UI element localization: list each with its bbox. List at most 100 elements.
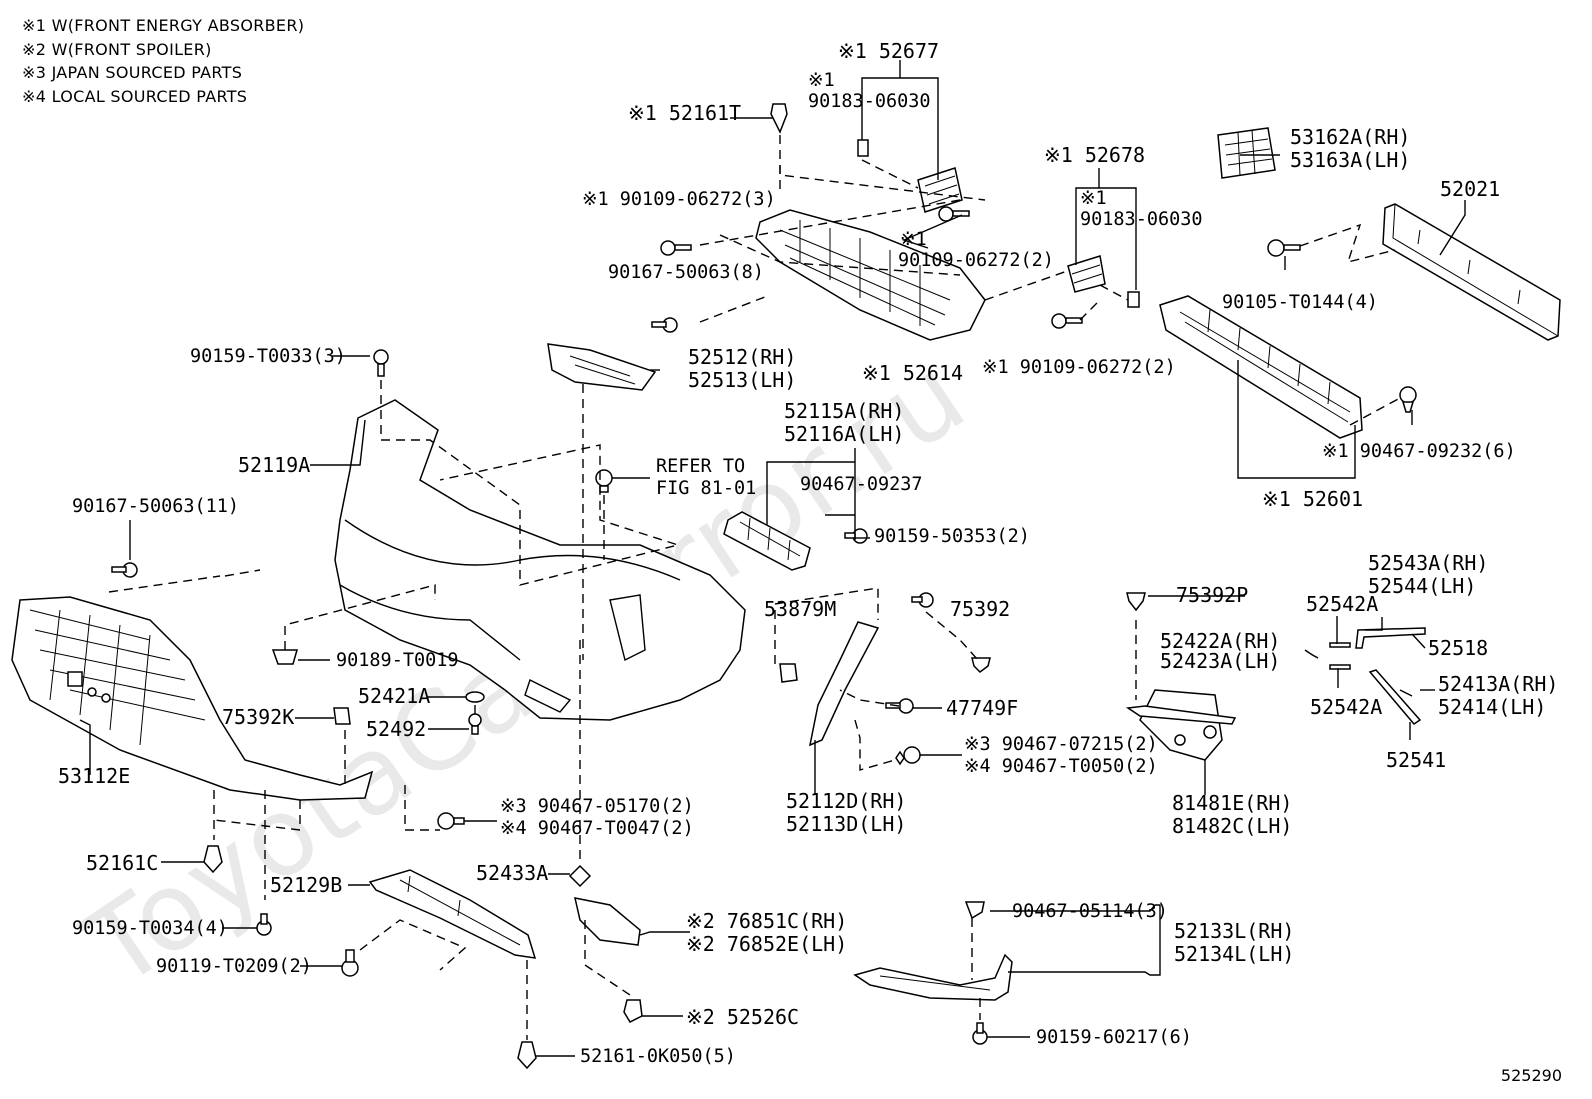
leader-lines (79, 60, 1466, 1057)
label-52421A[interactable]: 52421A (358, 684, 430, 708)
label-52526C[interactable]: ※2 52526C (686, 1005, 799, 1029)
bracket-53162A-part (1217, 127, 1276, 179)
label-75392P[interactable]: 75392P (1176, 583, 1248, 607)
label-52433A[interactable]: 52433A (476, 861, 548, 885)
label-90105[interactable]: 90105-T0144(4) (1222, 292, 1378, 313)
bracket-52115A-part (723, 511, 811, 571)
label-76851C[interactable]: ※2 76851C(RH) (686, 909, 847, 933)
molding-52541-part (1368, 669, 1422, 725)
molding-52112D-part (808, 621, 880, 747)
label-90119[interactable]: 90119-T0209(2) (156, 956, 312, 977)
bezel-81481E-part (1125, 689, 1237, 761)
fastener-52421A (465, 691, 485, 703)
fastener-90159-T0033 (373, 349, 389, 377)
label-90467-09237[interactable]: 90467-09237 (800, 474, 923, 495)
label-90467-09232[interactable]: ※1 90467-09232(6) (1322, 441, 1516, 462)
label-52492[interactable]: 52492 (366, 717, 426, 741)
fastener-90189 (271, 649, 298, 665)
label-75392K[interactable]: 75392K (222, 705, 294, 729)
label-90183b[interactable]: 90183-06030 (1080, 209, 1203, 230)
label-81482C[interactable]: 81482C(LH) (1172, 814, 1292, 838)
label-90183b-mark: ※1 (1080, 188, 1107, 209)
label-90467-07215[interactable]: ※3 90467-07215(2) (964, 734, 1158, 755)
fastener-90119 (341, 949, 359, 977)
label-52413A[interactable]: 52413A(RH) (1438, 672, 1558, 696)
label-90167a[interactable]: 90167-50063(8) (608, 262, 764, 283)
label-47749F[interactable]: 47749F (946, 696, 1018, 720)
label-52541[interactable]: 52541 (1386, 748, 1446, 772)
fastener-52433A (568, 864, 592, 888)
label-52161C[interactable]: 52161C (86, 851, 158, 875)
label-90159-T0033[interactable]: 90159-T0033(3) (190, 346, 346, 367)
fastener-75392 (971, 657, 991, 673)
fastener-90467-07215 (895, 746, 921, 766)
fastener-90167a (651, 317, 678, 333)
fastener-90167b (111, 562, 138, 578)
fastener-53879M (779, 663, 798, 683)
label-53112E[interactable]: 53112E (58, 764, 130, 788)
label-81481E[interactable]: 81481E(RH) (1172, 791, 1292, 815)
label-76852E[interactable]: ※2 76852E(LH) (686, 932, 847, 956)
label-90183a[interactable]: 90183-06030 (808, 91, 931, 112)
label-90159-50353[interactable]: 90159-50353(2) (874, 526, 1030, 547)
label-90467-05170[interactable]: ※3 90467-05170(2) (500, 796, 694, 817)
label-52113D[interactable]: 52113D(LH) (786, 812, 906, 836)
label-53163A[interactable]: 53163A(LH) (1290, 148, 1410, 172)
assembly-lines (108, 135, 1401, 1040)
legend-item: ※2 W(FRONT SPOILER) (22, 39, 212, 59)
label-53879M[interactable]: 53879M (764, 597, 836, 621)
reinforcement-52021-part (1382, 203, 1561, 341)
label-52133L[interactable]: 52133L(RH) (1174, 919, 1294, 943)
label-52614[interactable]: ※1 52614 (862, 361, 963, 385)
label-90467-05114[interactable]: 90467-05114(3) (1012, 901, 1168, 922)
label-53162A[interactable]: 53162A(RH) (1290, 125, 1410, 149)
label-90189[interactable]: 90189-T0019 (336, 650, 459, 671)
label-52414[interactable]: 52414(LH) (1438, 695, 1546, 719)
label-52112D[interactable]: 52112D(RH) (786, 789, 906, 813)
label-90159-60217[interactable]: 90159-60217(6) (1036, 1027, 1192, 1048)
label-52542A-top[interactable]: 52542A (1306, 592, 1378, 616)
label-52423A[interactable]: 52423A(LH) (1160, 649, 1280, 673)
bracket-52678-part (1067, 255, 1140, 308)
refer-note-line1[interactable]: REFER TO (656, 456, 745, 477)
side-bracket-52512-part (547, 343, 657, 391)
label-52601[interactable]: ※1 52601 (1262, 487, 1363, 511)
fastener-90467-09232 (1399, 386, 1417, 413)
label-90467-T0047[interactable]: ※4 90467-T0047(2) (500, 818, 694, 839)
label-52543A[interactable]: 52543A(RH) (1368, 551, 1488, 575)
fastener-90105 (1267, 239, 1301, 257)
label-52677[interactable]: ※1 52677 (838, 39, 939, 63)
under-cover-52129B-part (368, 869, 537, 959)
refer-note-line2[interactable]: FIG 81-01 (656, 478, 756, 499)
label-52512[interactable]: 52512(RH) (688, 345, 796, 369)
label-52119A[interactable]: 52119A (238, 453, 310, 477)
label-90167b[interactable]: 90167-50063(11) (72, 496, 239, 517)
label-52116A[interactable]: 52116A(LH) (784, 422, 904, 446)
label-52021[interactable]: 52021 (1440, 177, 1500, 201)
label-52422A[interactable]: 52422A(RH) (1160, 629, 1280, 653)
spoiler-76851C-part (574, 897, 641, 946)
label-52161-0K050[interactable]: 52161-0K050(5) (580, 1046, 736, 1067)
label-75392[interactable]: 75392 (950, 597, 1010, 621)
label-52542A-bottom[interactable]: 52542A (1310, 695, 1382, 719)
fastener-47749F (885, 698, 914, 714)
label-90109c[interactable]: ※1 90109-06272(2) (982, 357, 1176, 378)
label-90109a[interactable]: ※1 90109-06272(3) (582, 189, 776, 210)
label-52161T[interactable]: ※1 52161T (628, 101, 741, 125)
label-52678[interactable]: ※1 52678 (1044, 143, 1145, 167)
fastener-90159-50353 (844, 528, 868, 544)
fastener-52526C (623, 999, 643, 1023)
legend-item: ※1 W(FRONT ENERGY ABSORBER) (22, 16, 305, 35)
legend: ※1 W(FRONT ENERGY ABSORBER) ※2 W(FRONT S… (22, 14, 304, 108)
label-52134L[interactable]: 52134L(LH) (1174, 942, 1294, 966)
label-52513[interactable]: 52513(LH) (688, 368, 796, 392)
fastener-90159-60217 (972, 1022, 988, 1045)
label-52518[interactable]: 52518 (1428, 636, 1488, 660)
label-90159-T0034[interactable]: 90159-T0034(4) (72, 918, 228, 939)
label-52129B[interactable]: 52129B (270, 873, 342, 897)
label-52115A[interactable]: 52115A(RH) (784, 399, 904, 423)
label-90109b[interactable]: 90109-06272(2) (898, 250, 1054, 271)
label-90467-T0050[interactable]: ※4 90467-T0050(2) (964, 756, 1158, 777)
label-52544[interactable]: 52544(LH) (1368, 574, 1476, 598)
